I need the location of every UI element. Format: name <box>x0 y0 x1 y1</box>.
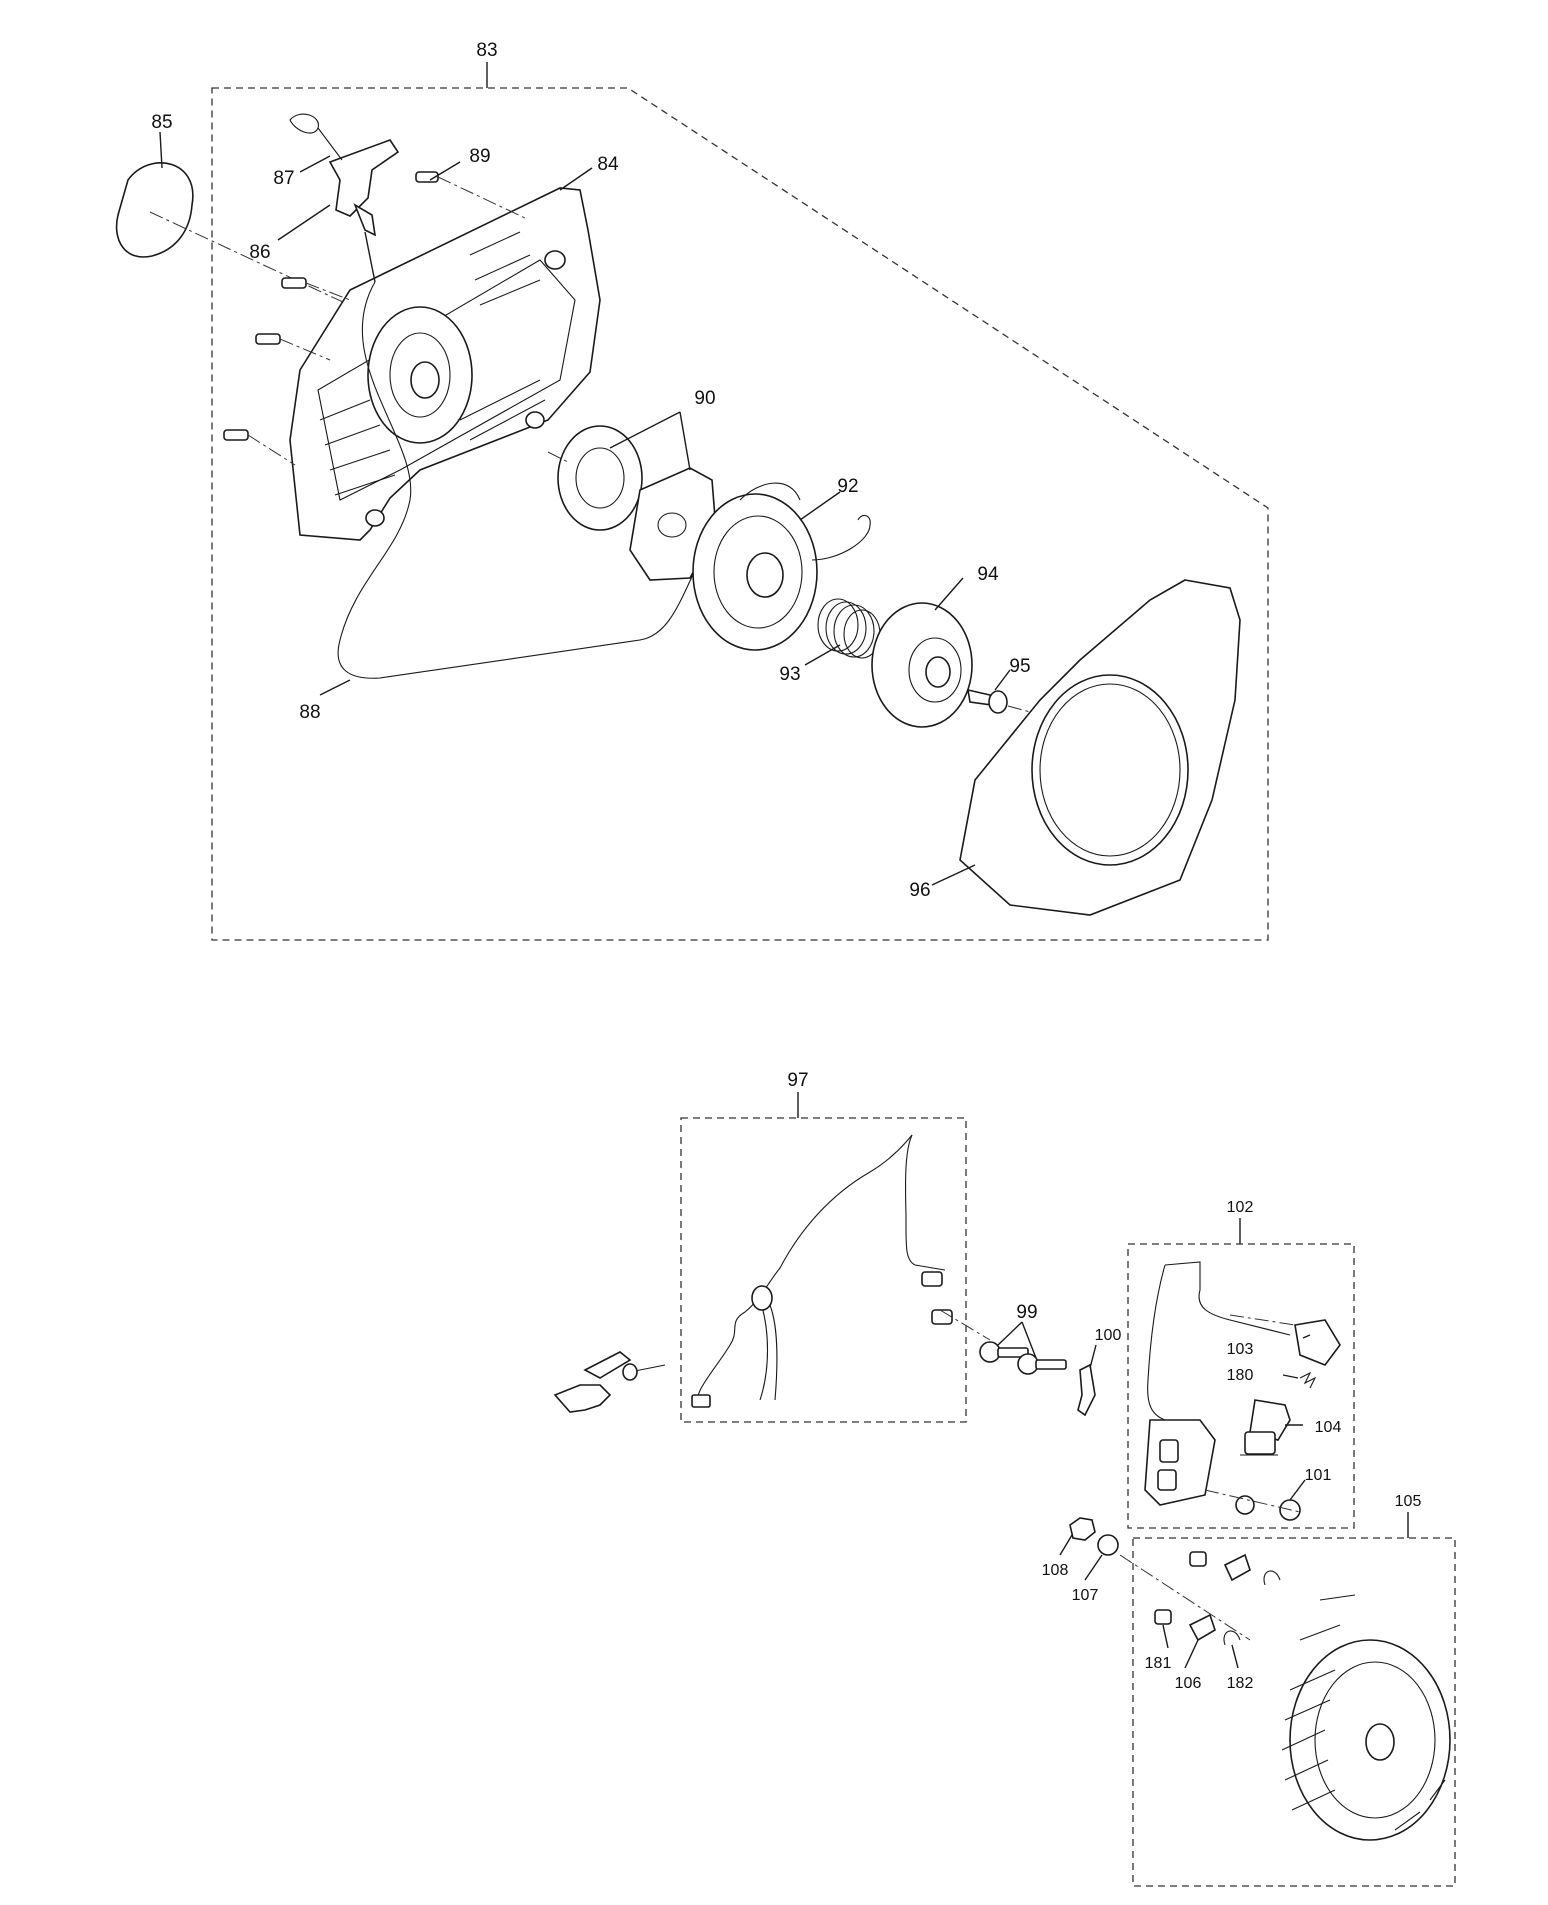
callout-182: 182 <box>1227 1675 1254 1692</box>
part-88-starter-rope <box>337 281 701 679</box>
callout-85: 85 <box>151 112 172 133</box>
part-90-spring-and-pawl <box>547 425 717 581</box>
group-102-boundary <box>1127 1243 1355 1529</box>
callout-95: 95 <box>1009 656 1030 677</box>
callout-84: 84 <box>597 154 619 175</box>
callout-180: 180 <box>1227 1367 1254 1384</box>
part-97-ignition-wires <box>691 1134 953 1408</box>
callout-92: 92 <box>837 476 858 497</box>
group-105-boundary <box>1132 1537 1456 1887</box>
callout-94: 94 <box>977 564 999 585</box>
part-93-recoil-spring <box>817 598 881 659</box>
part-101-nuts <box>1204 1489 1301 1521</box>
group-83-boundary <box>211 87 1269 941</box>
callout-99: 99 <box>1016 1302 1037 1323</box>
callout-104: 104 <box>1315 1419 1342 1436</box>
part-180-spring <box>1299 1371 1317 1389</box>
flywheel <box>1281 1594 1451 1841</box>
callout-93: 93 <box>779 664 800 685</box>
part-107-108-nut-washer <box>1069 1517 1251 1641</box>
part-84-starter-housing <box>289 187 601 541</box>
part-181-106-182-pawl-kit <box>1154 1551 1281 1646</box>
callout-87: 87 <box>273 168 294 189</box>
callout-83: 83 <box>476 40 497 61</box>
part-92-rope-pulley <box>692 482 871 651</box>
callout-89: 89 <box>469 146 490 167</box>
leader-lines <box>159 131 1311 1669</box>
callout-101: 101 <box>1305 1467 1332 1484</box>
callout-88: 88 <box>299 702 320 723</box>
callout-106: 106 <box>1175 1675 1202 1692</box>
housing-bolts <box>223 171 526 466</box>
stop-switch-lever <box>553 1351 666 1413</box>
callout-102: 102 <box>1227 1199 1254 1216</box>
part-104-spark-plug <box>1240 1399 1291 1456</box>
callout-100: 100 <box>1095 1327 1122 1344</box>
callout-105: 105 <box>1395 1493 1422 1510</box>
callout-103: 103 <box>1227 1341 1254 1358</box>
group-97-boundary <box>680 1117 967 1423</box>
part-94-spring-cover <box>871 602 973 728</box>
part-103-spark-plug-cap <box>1229 1314 1341 1366</box>
callout-107: 107 <box>1072 1587 1099 1604</box>
callout-96: 96 <box>909 880 930 901</box>
ignition-coil-assembly <box>1144 1261 1291 1506</box>
callout-labels: 83 85 89 84 87 86 90 92 94 95 93 88 96 9… <box>151 40 1421 1692</box>
part-86-87-starter-handle <box>289 113 400 283</box>
callout-86: 86 <box>249 242 270 263</box>
part-85-cover-disc <box>115 162 361 311</box>
part-96-fan-cover <box>959 579 1241 916</box>
part-99-bolts <box>939 1309 1067 1375</box>
callout-90: 90 <box>694 388 715 409</box>
part-100-ground-bracket <box>1077 1363 1096 1417</box>
callout-181: 181 <box>1145 1655 1172 1672</box>
callout-97: 97 <box>787 1070 808 1091</box>
callout-108: 108 <box>1042 1562 1069 1579</box>
